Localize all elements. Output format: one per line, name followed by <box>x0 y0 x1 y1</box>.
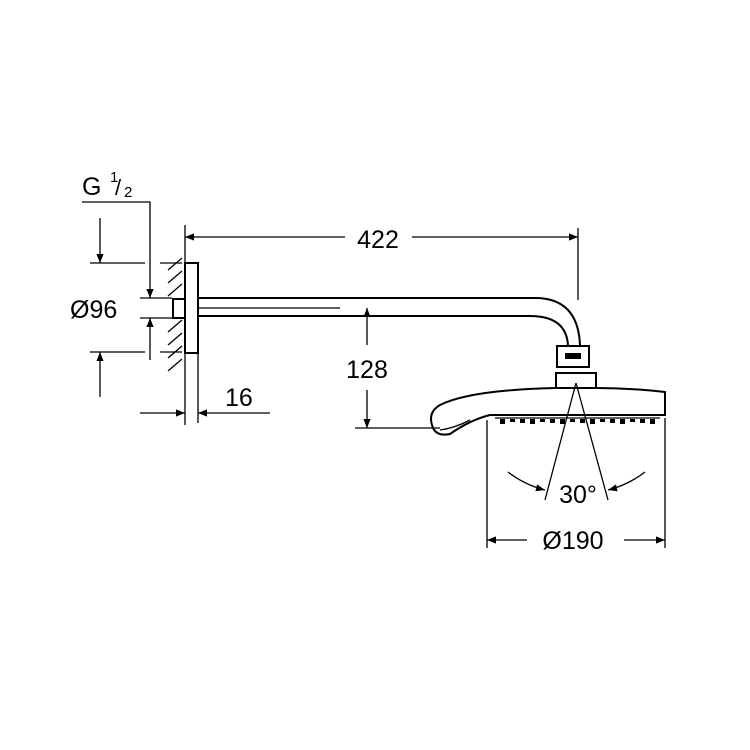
hatch-line <box>167 332 183 346</box>
dimension-422: 422 <box>185 226 579 300</box>
dimension-16: 16 <box>140 353 270 423</box>
dimension-96: Ø96 <box>70 218 182 397</box>
nozzle <box>640 419 645 423</box>
nozzle <box>650 419 655 424</box>
nozzle <box>580 419 585 423</box>
dimension-128: 128 <box>346 308 440 429</box>
nozzle <box>550 419 555 423</box>
wall <box>167 225 186 425</box>
nozzle <box>610 419 615 423</box>
dim-96-label: Ø96 <box>70 296 117 324</box>
dim-128-label: 128 <box>346 356 388 384</box>
nozzle <box>560 419 565 424</box>
nozzle <box>630 419 635 422</box>
hatch-line <box>167 257 183 271</box>
nozzle <box>600 419 605 422</box>
thread-label: G <box>82 173 101 201</box>
svg-text:/: / <box>115 175 122 200</box>
dim-190-label: Ø190 <box>542 527 603 555</box>
spray-angle-label: 30° <box>559 481 597 509</box>
hatch-line <box>167 358 183 372</box>
dim-16-label: 16 <box>225 384 253 412</box>
thread-numerator: 1 <box>110 169 118 186</box>
hatch-line <box>167 283 183 297</box>
nozzle <box>510 419 515 422</box>
dimension-190: Ø190 <box>486 418 666 555</box>
nozzle <box>570 419 575 422</box>
nozzle <box>500 419 505 424</box>
nozzle <box>540 419 545 422</box>
hatch-line <box>167 319 183 333</box>
spray-angle: 30° <box>507 382 646 509</box>
dim-422-label: 422 <box>357 226 399 254</box>
nozzle <box>620 419 625 424</box>
shower-head <box>430 345 666 436</box>
hatch-line <box>167 270 183 284</box>
thread-denominator: 2 <box>124 184 132 201</box>
thread-callout: G 1 / 2 <box>82 169 154 360</box>
nozzle <box>590 419 595 424</box>
wall-plate <box>172 262 199 354</box>
nozzle <box>530 419 535 424</box>
nozzle <box>520 419 525 423</box>
shower-arm <box>198 297 581 346</box>
